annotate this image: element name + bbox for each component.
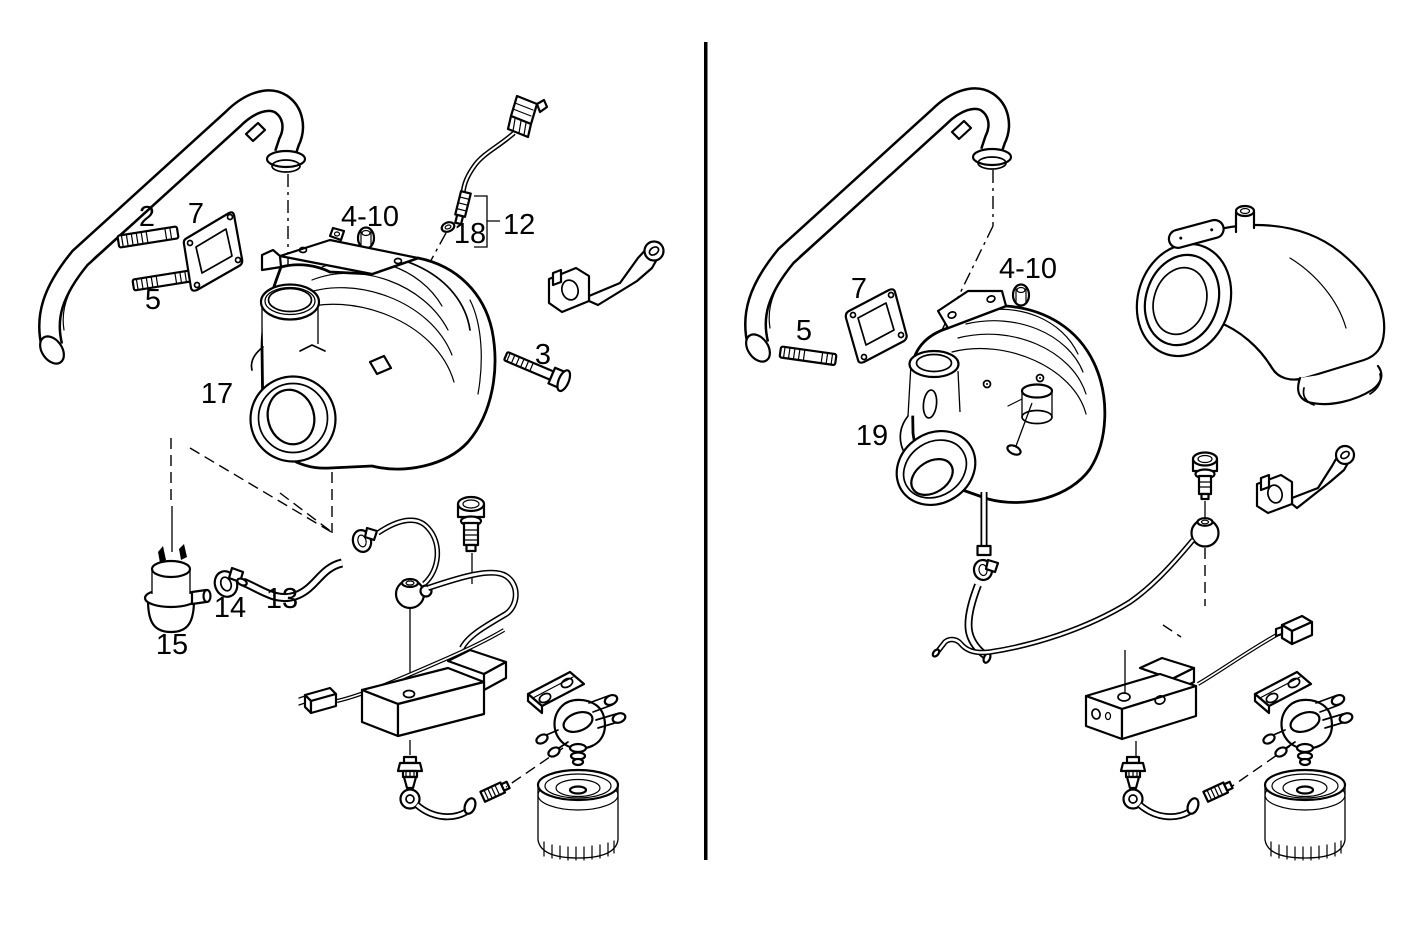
turbocharger-19 [895, 289, 1107, 506]
loop-pipe [427, 569, 519, 650]
panel-divider [704, 42, 708, 860]
part-label-4-10-right: 4-10 [999, 253, 1057, 285]
fuel-filter-left [536, 768, 620, 861]
mounting-flange [278, 238, 420, 276]
fitting-union-right [1119, 745, 1291, 821]
part-label-15: 15 [156, 629, 188, 661]
o-ring-18 [440, 221, 456, 233]
solenoid-box-right [1084, 650, 1198, 756]
intake-elbow [1135, 204, 1386, 406]
fuel-filter-right [1263, 768, 1347, 861]
part-label-14: 14 [214, 592, 246, 624]
turbocharger-17 [249, 226, 497, 471]
oil-drain-right [964, 492, 1000, 664]
right-diagram: 5 7 4-10 19 [744, 87, 1356, 861]
mounting-flange [936, 289, 1008, 330]
actuator-15 [143, 506, 212, 634]
nut-4-10-right [1011, 283, 1031, 307]
wire-connector-right [1196, 614, 1314, 686]
gasket-7-left [182, 211, 244, 292]
banjo-ball-left [394, 577, 433, 688]
part-label-5-left: 5 [145, 284, 161, 316]
part-label-12: 12 [503, 209, 535, 241]
stud-2 [116, 225, 180, 249]
banjo-bolt-left [456, 495, 486, 584]
wastegate-actuator [1020, 383, 1054, 399]
gasket-7-right [844, 288, 908, 364]
exhaust-pipe-left [38, 89, 307, 365]
part-label-18: 18 [454, 218, 486, 250]
leader-lines [170, 438, 334, 534]
left-diagram: 2 7 5 4-10 18 12 3 17 13 14 15 [38, 89, 665, 861]
compressor-inlet-stub [259, 283, 321, 321]
oil-feed-right [931, 451, 1220, 658]
pipe-tab [244, 121, 267, 143]
part-label-2: 2 [139, 201, 155, 233]
part-label-5-right: 5 [796, 315, 812, 347]
hose-13 [236, 558, 344, 602]
part-label-7-left: 7 [188, 198, 204, 230]
stud-5-left [131, 269, 193, 292]
hose-clamp-upper [351, 526, 379, 553]
filter-head-right [1253, 670, 1354, 767]
solenoid-box-left [360, 648, 508, 755]
part-label-4-10-left: 4-10 [341, 201, 399, 233]
part-label-7-right: 7 [851, 273, 867, 305]
support-bracket-right [1255, 444, 1356, 515]
part-label-19: 19 [856, 420, 888, 452]
bolt-3 [503, 351, 572, 393]
stud-5-right [778, 345, 838, 366]
vent-pipe [279, 492, 441, 587]
part-label-3: 3 [535, 339, 551, 371]
fitting-union-left [396, 747, 564, 821]
exhaust-pipe-right [744, 87, 1013, 363]
part-label-13: 13 [266, 583, 298, 615]
support-bracket-left [547, 240, 665, 314]
filter-head-left [526, 670, 627, 767]
callout-bracket-18-12 [474, 195, 500, 248]
part-label-17: 17 [201, 378, 233, 410]
